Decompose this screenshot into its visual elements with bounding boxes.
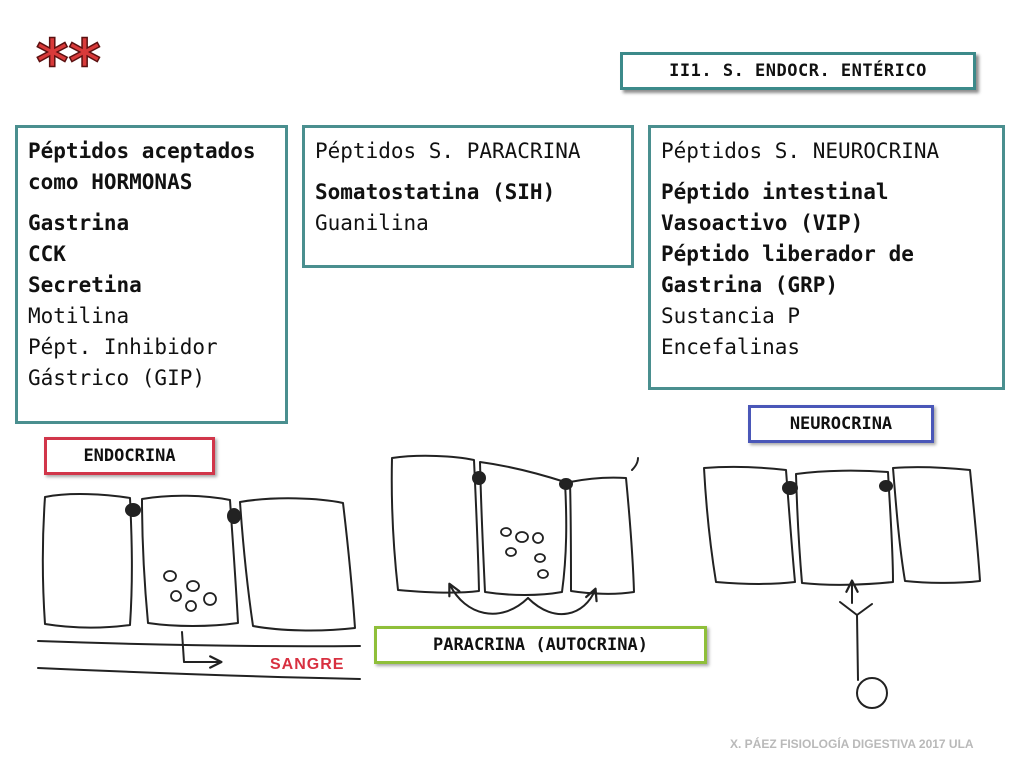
paracrine-arrow-right [527,587,598,616]
neurocrina-item-grp-1: Péptido liberador de [661,242,914,266]
neuron-body-icon [856,677,888,709]
section-title: II1. S. ENDOCR. ENTÉRICO [620,52,976,90]
hormonas-item-cck: CCK [28,242,66,266]
secretory-granules [163,570,217,612]
paracrine-cell-right [569,476,635,595]
paracrina-item-somatostatina: Somatostatina (SIH) [315,180,556,204]
endocrine-cell-secretory [141,494,239,627]
svg-text:**: ** [36,34,101,80]
neurocrine-cell-middle [795,469,894,586]
paracrine-cell-secretory [479,461,568,596]
endocrine-arrow [181,631,223,669]
hormonas-item-secretina: Secretina [28,273,142,297]
endocrine-cells [37,493,361,680]
tight-junction-icon [472,471,486,485]
neurocrina-title: Péptidos S. NEUROCRINA [661,139,940,163]
hormonas-title-line-1: Péptidos aceptados [28,139,256,163]
neurocrine-cells [703,465,981,709]
blood-vessel-wall-top [37,640,361,648]
endocrine-cell-right [239,497,356,632]
hormonas-item-gastrina: Gastrina [28,211,130,235]
neurocrina-item-vip-2: Vasoactivo (VIP) [661,211,864,235]
tight-junction-icon [879,480,893,492]
paracrina-item-guanilina: Guanilina [315,211,429,235]
paracrine-cell-left [390,454,480,594]
paracrina-box: Péptidos S. PARACRINA Somatostatina (SIH… [302,125,634,268]
secretory-granules [500,527,549,579]
tight-junction-icon [125,503,141,517]
paracrina-title: Péptidos S. PARACRINA [315,139,581,163]
paracrina-label: PARACRINA (AUTOCRINA) [374,626,707,664]
hormonas-item-gip-2: Gástrico (GIP) [28,366,206,390]
neurocrina-box: Péptidos S. NEUROCRINA Péptido intestina… [648,125,1005,390]
neurocrine-cell-right [892,466,981,584]
neurocrina-item-grp-2: Gastrina (GRP) [661,273,839,297]
tight-junction-icon [559,478,573,490]
neurocrina-item-sustancia-p: Sustancia P [661,304,801,328]
blood-vessel-wall-bottom [37,667,361,680]
stars-icon: ** [35,34,101,80]
hormonas-item-motilina: Motilina [28,304,130,328]
hormonas-title-line-2: como HORMONAS [28,170,193,194]
neurocrine-cell-left [703,465,796,585]
endocrina-label: ENDOCRINA [44,437,215,475]
paracrine-cells [390,454,639,616]
tight-junction-icon [227,508,241,524]
neurocrina-item-vip-1: Péptido intestinal [661,180,889,204]
tight-junction-icon [782,481,798,495]
footer-credit: X. PÁEZ FISIOLOGÍA DIGESTIVA 2017 ULA [730,737,974,751]
neurocrina-item-encefalinas: Encefalinas [661,335,801,359]
endocrine-cell-left [41,493,133,629]
paracrine-arrow-left [448,582,529,615]
hormonas-box: Péptidos aceptados como HORMONAS Gastrin… [15,125,288,424]
nerve-ending [839,601,873,681]
neurocrina-label: NEUROCRINA [748,405,934,443]
hormonas-item-gip-1: Pépt. Inhibidor [28,335,218,359]
sangre-label: SANGRE [270,656,345,673]
